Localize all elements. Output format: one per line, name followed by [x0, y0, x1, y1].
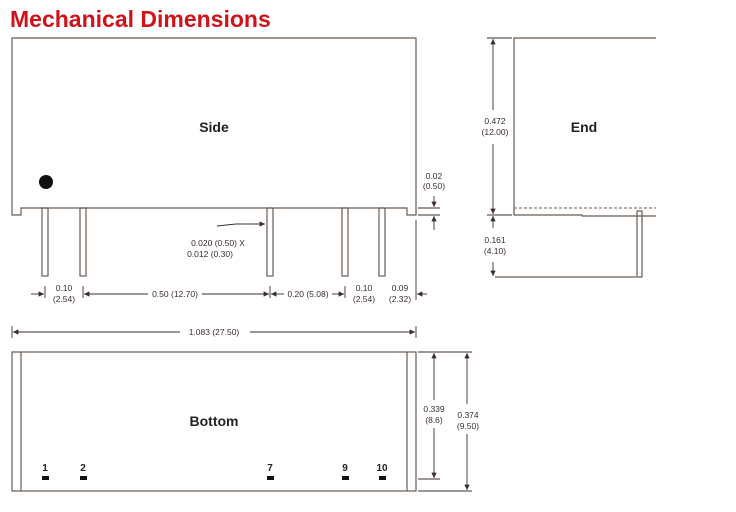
svg-text:0.20 (5.08): 0.20 (5.08): [287, 289, 328, 299]
svg-text:(8.6): (8.6): [425, 415, 443, 425]
svg-text:7: 7: [267, 463, 273, 474]
side-pins: [41, 207, 386, 277]
bottom-view: Bottom 1 2 7 9 10 0.339 (8.6) 0.374 (9.5…: [11, 351, 479, 492]
svg-text:(0.50): (0.50): [423, 181, 445, 191]
svg-text:(9.50): (9.50): [457, 421, 479, 431]
side-view: Side 0.020 (0.50) X 0.012 (0.30) 0.02 (0…: [11, 37, 445, 338]
svg-text:(2.32): (2.32): [389, 294, 411, 304]
svg-text:0.50 (12.70): 0.50 (12.70): [152, 289, 198, 299]
pin1-marker-dot: [39, 175, 53, 189]
svg-text:(4.10): (4.10): [484, 246, 506, 256]
svg-text:0.339: 0.339: [423, 404, 445, 414]
svg-text:0.09: 0.09: [392, 283, 409, 293]
page-title: Mechanical Dimensions: [10, 6, 271, 32]
side-label: Side: [199, 119, 229, 135]
svg-text:(2.54): (2.54): [53, 294, 75, 304]
svg-text:1: 1: [42, 463, 48, 474]
svg-text:0.472: 0.472: [484, 116, 506, 126]
svg-text:(12.00): (12.00): [482, 127, 509, 137]
svg-text:(2.54): (2.54): [353, 294, 375, 304]
svg-text:1.083 (27.50): 1.083 (27.50): [189, 327, 240, 337]
end-view: 0.472 (12.00) 0.161 (4.10) End: [482, 37, 656, 278]
svg-text:0.10: 0.10: [356, 283, 373, 293]
svg-text:0.020 (0.50) X: 0.020 (0.50) X: [191, 238, 245, 248]
svg-text:0.012 (0.30): 0.012 (0.30): [187, 249, 233, 259]
svg-text:0.10: 0.10: [56, 283, 73, 293]
svg-text:0.374: 0.374: [457, 410, 479, 420]
svg-text:10: 10: [376, 463, 388, 474]
svg-text:0.161: 0.161: [484, 235, 506, 245]
end-label: End: [571, 119, 597, 135]
svg-text:9: 9: [342, 463, 348, 474]
bottom-label: Bottom: [190, 413, 239, 429]
svg-text:2: 2: [80, 463, 86, 474]
svg-text:0.02: 0.02: [426, 171, 443, 181]
